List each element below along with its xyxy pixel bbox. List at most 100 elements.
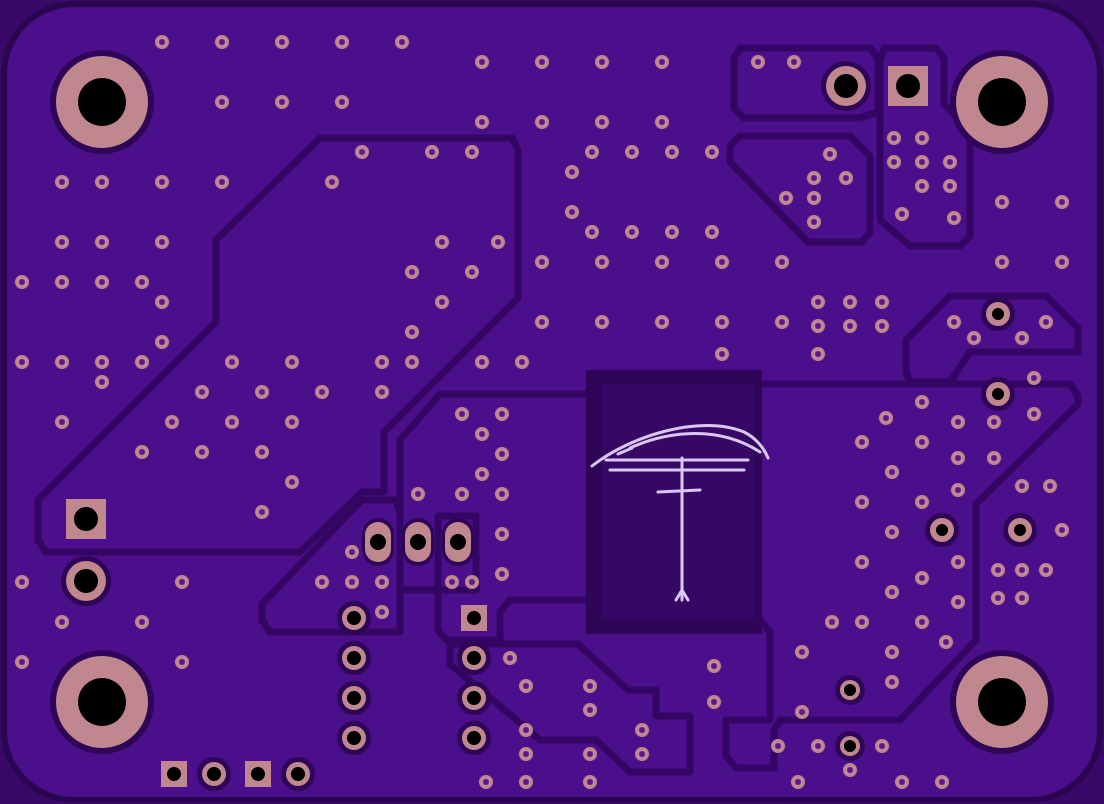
via-drill bbox=[289, 479, 295, 485]
via-drill bbox=[59, 239, 65, 245]
via-drill bbox=[359, 149, 365, 155]
via-drill bbox=[719, 351, 725, 357]
pad-drill bbox=[467, 611, 481, 625]
via-drill bbox=[519, 359, 525, 365]
via-drill bbox=[883, 415, 889, 421]
via-drill bbox=[523, 683, 529, 689]
pour-region-right-upper bbox=[902, 292, 1082, 386]
via-drill bbox=[219, 39, 225, 45]
via-drill bbox=[659, 319, 665, 325]
via-drill bbox=[951, 215, 957, 221]
pad-drill bbox=[834, 74, 858, 98]
via-drill bbox=[259, 509, 265, 515]
via-drill bbox=[499, 451, 505, 457]
via-drill bbox=[539, 119, 545, 125]
via-drill bbox=[469, 579, 475, 585]
via-drill bbox=[815, 323, 821, 329]
via-drill bbox=[339, 99, 345, 105]
pour-region-right-top bbox=[730, 44, 882, 122]
via-drill bbox=[379, 609, 385, 615]
via-drill bbox=[891, 159, 897, 165]
via-drill bbox=[379, 579, 385, 585]
via-drill bbox=[811, 175, 817, 181]
via-drill bbox=[59, 279, 65, 285]
via-drill bbox=[499, 411, 505, 417]
via-drill bbox=[1019, 335, 1025, 341]
via-drill bbox=[469, 149, 475, 155]
via-drill bbox=[139, 619, 145, 625]
via-drill bbox=[599, 259, 605, 265]
via-drill bbox=[59, 619, 65, 625]
via-drill bbox=[199, 389, 205, 395]
via-drill bbox=[659, 259, 665, 265]
via-drill bbox=[229, 419, 235, 425]
ic-keepout-inner bbox=[602, 384, 754, 620]
via-drill bbox=[1031, 411, 1037, 417]
via-drill bbox=[59, 419, 65, 425]
via-drill bbox=[1059, 259, 1065, 265]
via-drill bbox=[587, 683, 593, 689]
pad-drill bbox=[992, 308, 1004, 320]
via-drill bbox=[947, 159, 953, 165]
through-hole-pads bbox=[61, 61, 1037, 791]
via-drill bbox=[459, 411, 465, 417]
via-drill bbox=[139, 279, 145, 285]
via-drill bbox=[479, 471, 485, 477]
via-drill bbox=[829, 619, 835, 625]
via-drill bbox=[1047, 483, 1053, 489]
via-drill bbox=[955, 419, 961, 425]
via-drill bbox=[999, 199, 1005, 205]
via-drill bbox=[669, 229, 675, 235]
mounting-hole-drill bbox=[978, 678, 1026, 726]
via-drill bbox=[459, 491, 465, 497]
via-drill bbox=[159, 339, 165, 345]
via-drill bbox=[399, 39, 405, 45]
via-drill bbox=[1019, 483, 1025, 489]
via-drill bbox=[539, 259, 545, 265]
pad-drill bbox=[347, 691, 361, 705]
via-drill bbox=[569, 209, 575, 215]
via-drill bbox=[319, 389, 325, 395]
via-drill bbox=[219, 99, 225, 105]
via-drill bbox=[791, 59, 797, 65]
via-drill bbox=[99, 359, 105, 365]
via-drill bbox=[995, 567, 1001, 573]
via-drill bbox=[955, 487, 961, 493]
pad-drill bbox=[410, 534, 426, 550]
via-drill bbox=[629, 229, 635, 235]
via-drill bbox=[499, 491, 505, 497]
mounting-hole-drill bbox=[78, 678, 126, 726]
via-drill bbox=[259, 389, 265, 395]
via-drill bbox=[259, 449, 265, 455]
via-drill bbox=[955, 559, 961, 565]
via-drill bbox=[139, 449, 145, 455]
pad-drill bbox=[207, 767, 221, 781]
via-drill bbox=[815, 743, 821, 749]
via-drill bbox=[379, 389, 385, 395]
copper-pour-outlines bbox=[34, 44, 1082, 776]
via-drill bbox=[1019, 567, 1025, 573]
via-drill bbox=[499, 531, 505, 537]
via-drill bbox=[779, 259, 785, 265]
via-drill bbox=[1043, 567, 1049, 573]
via-drill bbox=[289, 419, 295, 425]
via-drill bbox=[799, 649, 805, 655]
pour-region-right-mid bbox=[726, 132, 874, 246]
via-drill bbox=[995, 595, 1001, 601]
via-drill bbox=[19, 659, 25, 665]
via-drill bbox=[639, 751, 645, 757]
via-drill bbox=[859, 619, 865, 625]
via-drill bbox=[859, 559, 865, 565]
via-drill bbox=[479, 359, 485, 365]
mounting-hole-drill bbox=[78, 78, 126, 126]
via-drill bbox=[539, 319, 545, 325]
via-drill bbox=[499, 571, 505, 577]
via-drill bbox=[879, 743, 885, 749]
via-drill bbox=[159, 299, 165, 305]
via-drill bbox=[955, 599, 961, 605]
pad-drill bbox=[936, 524, 948, 536]
via-drill bbox=[199, 449, 205, 455]
via-drill bbox=[891, 135, 897, 141]
via-drill bbox=[919, 135, 925, 141]
